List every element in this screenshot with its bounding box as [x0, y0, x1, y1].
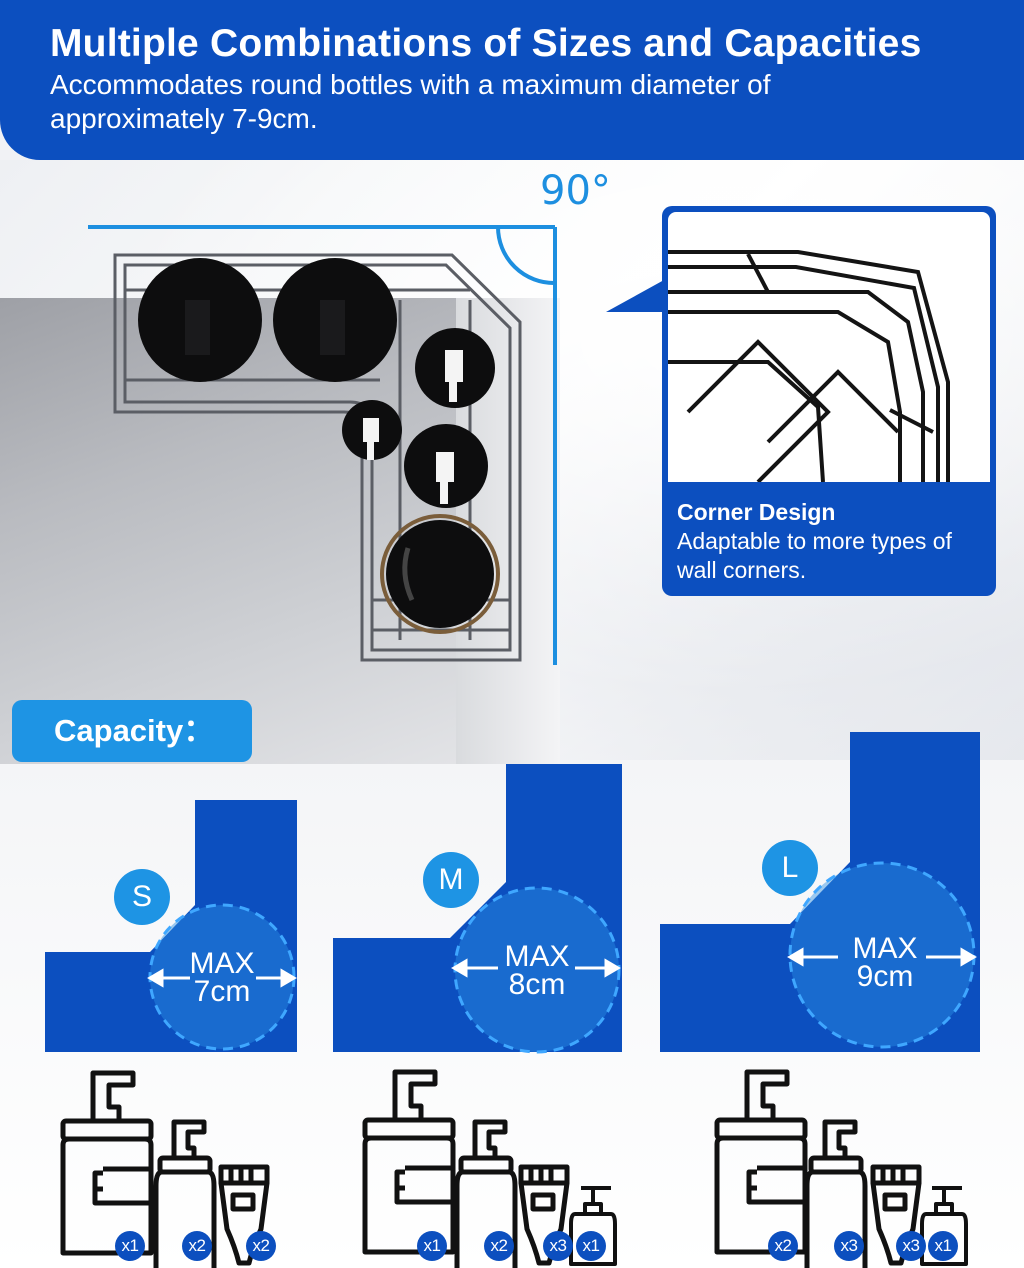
- diameter-text: 8cm: [508, 968, 566, 1001]
- size-l-max-label: MAX 9cm: [845, 932, 925, 993]
- count-badge: x3: [543, 1231, 573, 1261]
- large-pump-bottle-icon: [365, 1072, 453, 1252]
- count-badge: x3: [896, 1231, 926, 1261]
- page-title: Multiple Combinations of Sizes and Capac…: [50, 22, 922, 65]
- size-s-shape: [45, 800, 297, 1052]
- callout-text: Adaptable to more types of wall corners.: [677, 528, 952, 583]
- max-text: MAX: [504, 940, 570, 973]
- callout-closeup-photo: [668, 212, 990, 482]
- size-l-shape: [660, 732, 980, 1052]
- bottle-top-6: [386, 520, 494, 628]
- size-badge-s: S: [114, 869, 170, 925]
- right-angle-guide: [88, 225, 557, 665]
- count-badge: x2: [246, 1231, 276, 1261]
- max-text: MAX: [189, 947, 255, 980]
- diameter-text: 9cm: [856, 960, 914, 993]
- count-badge: x3: [834, 1231, 864, 1261]
- count-badge: x1: [928, 1231, 958, 1261]
- count-badge: x2: [484, 1231, 514, 1261]
- count-badge: x2: [182, 1231, 212, 1261]
- angle-label: 90°: [540, 168, 611, 214]
- callout-pointer: [606, 280, 664, 312]
- size-s-max-label: MAX 7cm: [182, 947, 262, 1008]
- large-pump-bottle-icon: [717, 1072, 805, 1252]
- wire-closeup-illustration: [668, 250, 950, 482]
- count-badge: x1: [576, 1231, 606, 1261]
- page-subtitle: Accommodates round bottles with a maximu…: [50, 69, 771, 134]
- callout-title: Corner Design: [677, 499, 836, 525]
- size-m-max-label: MAX 8cm: [497, 940, 577, 1001]
- wall-tile: [0, 298, 456, 764]
- bottles-top-view: [138, 258, 500, 634]
- icons-group-s: [63, 1073, 267, 1268]
- max-text: MAX: [852, 932, 918, 965]
- count-badge: x2: [768, 1231, 798, 1261]
- size-badge-m: M: [423, 852, 479, 908]
- count-badge: x1: [115, 1231, 145, 1261]
- size-m-shape: [333, 764, 622, 1052]
- header-banner: Multiple Combinations of Sizes and Capac…: [0, 0, 1024, 160]
- capacity-label: Capacity：: [12, 700, 252, 762]
- diameter-text: 7cm: [193, 975, 251, 1008]
- size-l-diameter-circle: [788, 861, 976, 1049]
- large-pump-bottle-icon: [63, 1073, 151, 1253]
- count-badge: x1: [417, 1231, 447, 1261]
- size-badge-l: L: [762, 840, 818, 896]
